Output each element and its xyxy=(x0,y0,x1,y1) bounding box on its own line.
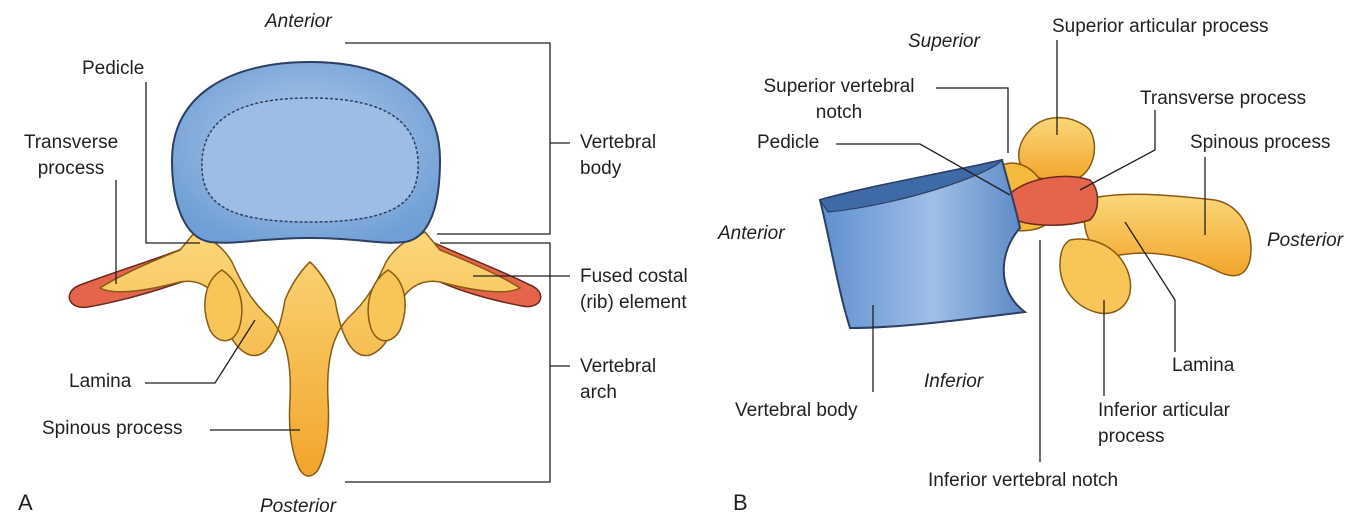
panel-b-superior-vertebral-notch-line1: Superior vertebral xyxy=(763,76,915,97)
panel-a-vertebral-body-line2: body xyxy=(580,158,622,179)
panel-a-leader-lines xyxy=(115,42,570,483)
panel-a-fused-costal-line1: Fused costal xyxy=(580,266,688,287)
panel-a-fused-costal-label: Fused costal (rib) element xyxy=(580,264,688,316)
panel-a-lamina-label: Lamina xyxy=(69,371,132,392)
panel-a-pedicle-label: Pedicle xyxy=(82,58,145,79)
panel-b-superior-articular-process-label: Superior articular process xyxy=(1052,16,1269,37)
panel-b-transverse-process-label: Transverse process xyxy=(1140,88,1307,109)
panel-a-anterior-label: Anterior xyxy=(265,11,332,32)
panel-a-vertebral-body-line1: Vertebral xyxy=(580,132,657,153)
panel-b-vertebral-body-label: Vertebral body xyxy=(735,400,858,421)
panel-b-superior-vertebral-notch-label: Superior vertebral notch xyxy=(748,74,930,126)
panel-b-pedicle-label: Pedicle xyxy=(757,132,820,153)
panel-a-fused-costal-line2: (rib) element xyxy=(580,292,687,313)
panel-a-illustration xyxy=(68,60,542,477)
panel-b-anterior-label: Anterior xyxy=(718,223,785,244)
right-articular-process xyxy=(367,269,406,342)
panel-b-inferior-articular-process-line1: Inferior articular xyxy=(1098,400,1230,421)
panel-b-inferior-label: Inferior xyxy=(924,371,984,392)
panel-b-spinous-process-label: Spinous process xyxy=(1190,132,1331,153)
panel-b-superior-label: Superior xyxy=(908,31,980,52)
inferior-articular-process-shape xyxy=(1059,238,1132,315)
vertebral-body-cancellous xyxy=(201,97,419,223)
vertebral-body-top-rim xyxy=(819,159,1004,213)
panel-a-vertebral-arch-label: Vertebral arch xyxy=(580,354,656,406)
panel-b-inferior-articular-process-line2: process xyxy=(1098,426,1165,447)
left-articular-process xyxy=(204,269,243,342)
panel-a-transverse-process-label: Transverse process xyxy=(16,130,126,182)
panel-b-posterior-label: Posterior xyxy=(1267,230,1344,251)
panel-a-posterior-label: Posterior xyxy=(260,496,337,517)
panel-b-inferior-vertebral-notch-label: Inferior vertebral notch xyxy=(928,470,1119,491)
panel-a-vertebral-body-label: Vertebral body xyxy=(580,130,656,182)
panel-a-spinous-process-label: Spinous process xyxy=(42,418,183,439)
panel-b-letter: B xyxy=(733,490,748,515)
panel-b-lamina-label: Lamina xyxy=(1172,355,1235,376)
panel-b-leader-lines xyxy=(836,40,1206,462)
panel-a-transverse-process-line1: Transverse xyxy=(23,132,119,153)
panel-a-transverse-process-line2: process xyxy=(37,158,105,179)
panel-b-superior-vertebral-notch-line2: notch xyxy=(815,102,863,123)
panel-a-letter: A xyxy=(18,490,33,515)
panel-a-vertebral-arch-line2: arch xyxy=(580,382,617,403)
panel-b-illustration xyxy=(818,116,1252,330)
panel-a-vertebral-arch-line1: Vertebral xyxy=(580,356,657,377)
panel-b-inferior-articular-process-label: Inferior articular process xyxy=(1098,398,1230,450)
